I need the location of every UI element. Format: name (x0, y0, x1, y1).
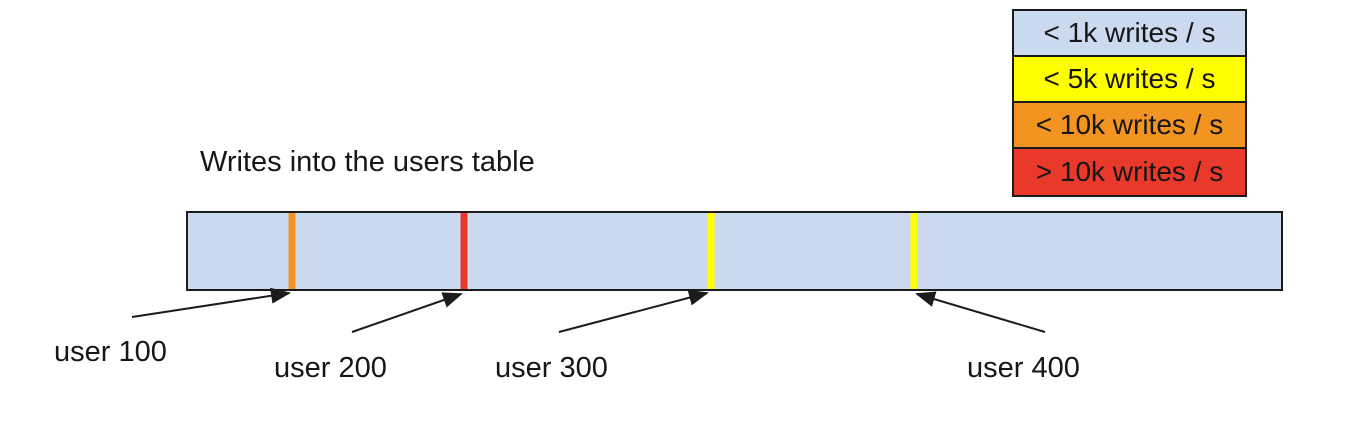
user-200-label: user 200 (274, 352, 387, 384)
user-100-label: user 100 (54, 336, 167, 368)
legend-item-under-1k: < 1k writes / s (1014, 11, 1245, 57)
arrow-user-100 (131, 287, 291, 318)
users-table-bar (186, 211, 1283, 291)
arrow-user-400 (915, 291, 1046, 333)
legend-item-over-10k: > 10k writes / s (1014, 149, 1245, 195)
marker-stripe-user-100 (288, 213, 296, 289)
diagram-title: Writes into the users table (200, 146, 535, 178)
legend: < 1k writes / s < 5k writes / s < 10k wr… (1012, 9, 1247, 197)
user-300-label: user 300 (495, 352, 608, 384)
legend-item-under-5k: < 5k writes / s (1014, 57, 1245, 103)
marker-stripe-user-400 (910, 213, 918, 289)
arrow-user-200 (351, 292, 463, 333)
user-400-label: user 400 (967, 352, 1080, 384)
marker-stripe-user-200 (460, 213, 468, 289)
legend-item-under-10k: < 10k writes / s (1014, 103, 1245, 149)
marker-stripe-user-300 (707, 213, 715, 289)
arrow-user-300 (558, 289, 709, 333)
